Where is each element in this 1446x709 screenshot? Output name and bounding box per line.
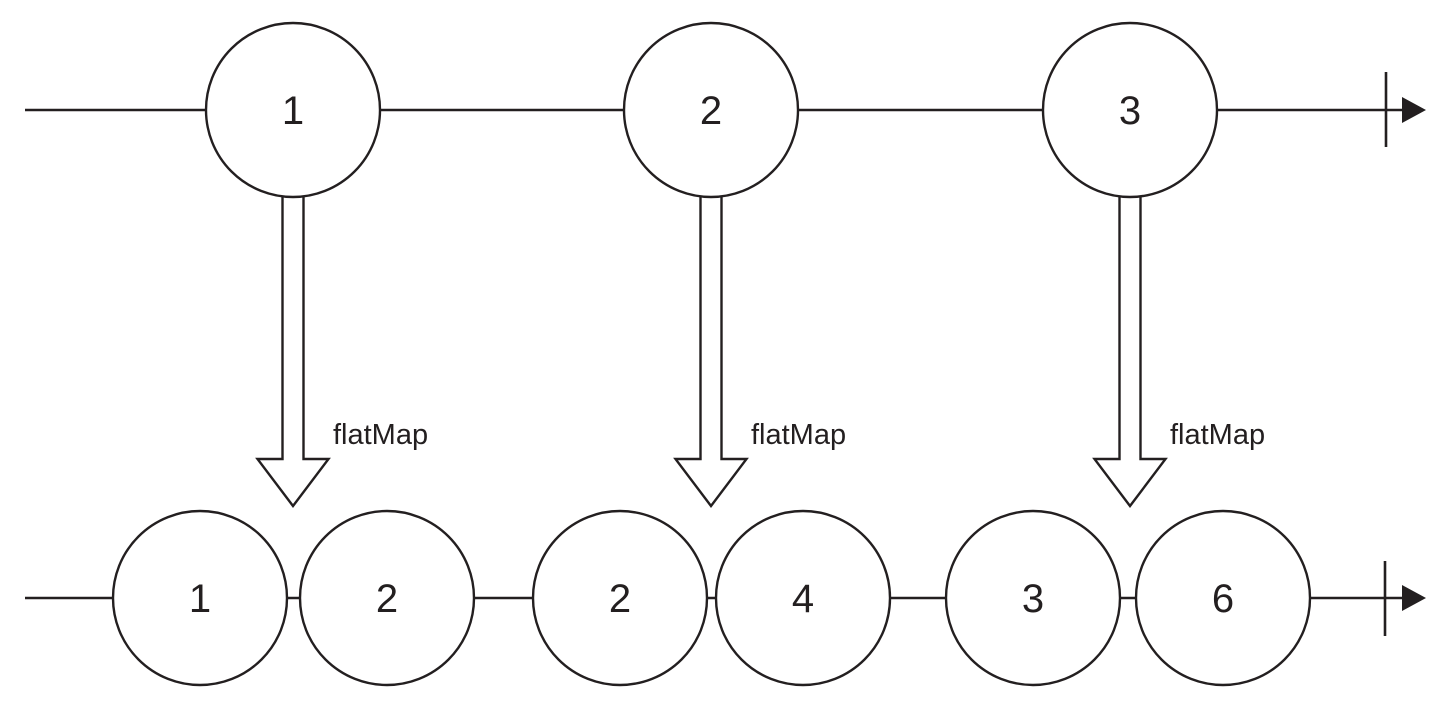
marble-label: 1 xyxy=(282,89,304,133)
source-stream-timeline: flatMap flatMap flatMap 1 2 xyxy=(25,21,1426,508)
flatmap-arrow: flatMap xyxy=(673,197,846,508)
marble-circle xyxy=(1134,509,1312,687)
source-timeline-arrowhead-icon xyxy=(1402,97,1426,123)
marble: 3 xyxy=(944,509,1122,687)
marble-label: 2 xyxy=(376,577,398,621)
operator-arrows: flatMap flatMap flatMap xyxy=(255,197,1265,508)
marble-label: 3 xyxy=(1022,577,1044,621)
marble-circle xyxy=(944,509,1122,687)
marble-circle xyxy=(111,509,289,687)
marble: 3 xyxy=(1041,21,1219,199)
marble-circle xyxy=(298,509,476,687)
flatmap-label: flatMap xyxy=(333,419,428,451)
flatmap-arrow: flatMap xyxy=(255,197,428,508)
marble: 1 xyxy=(204,21,382,199)
marble: 6 xyxy=(1134,509,1312,687)
flatmap-label: flatMap xyxy=(1170,419,1265,451)
flatmap-arrow-icon xyxy=(1092,197,1168,508)
marble-circle xyxy=(1041,21,1219,199)
marble-label: 3 xyxy=(1119,89,1141,133)
marble: 2 xyxy=(622,21,800,199)
flatmap-arrow-icon xyxy=(673,197,749,508)
marble-label: 2 xyxy=(609,577,631,621)
marble-label: 6 xyxy=(1212,577,1234,621)
flatmap-label: flatMap xyxy=(751,419,846,451)
marble-label: 4 xyxy=(792,577,814,621)
marble-circle xyxy=(531,509,709,687)
marble: 2 xyxy=(298,509,476,687)
marble-circle xyxy=(714,509,892,687)
marble-label: 1 xyxy=(189,577,211,621)
marble: 1 xyxy=(111,509,289,687)
marble-circle xyxy=(204,21,382,199)
marble: 4 xyxy=(714,509,892,687)
result-timeline-arrowhead-icon xyxy=(1402,585,1426,611)
result-stream-timeline: 1 2 2 4 3 6 xyxy=(25,509,1426,687)
marble: 2 xyxy=(531,509,709,687)
flatmap-arrow: flatMap xyxy=(1092,197,1265,508)
marble-circle xyxy=(622,21,800,199)
marble-label: 2 xyxy=(700,89,722,133)
flatmap-arrow-icon xyxy=(255,197,331,508)
